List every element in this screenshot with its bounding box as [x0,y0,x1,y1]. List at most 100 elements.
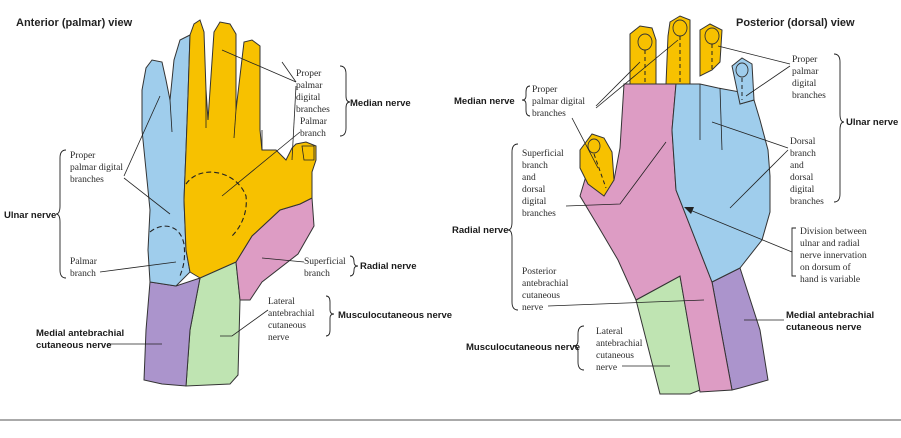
posterior-musculocutaneous-brace [573,325,585,371]
posterior-median-nerve-label: Median nerve [454,96,515,107]
posterior-lateral-line-1: Lateral [596,327,623,337]
posterior-radial-line-3: and [522,173,536,183]
posterior-median-leader-1 [595,61,641,107]
posterior-division-note: Division between ulnar and radial nerve … [800,227,867,285]
posterior-radial-superficial-label: Superficial branch and dorsal digital br… [522,148,564,219]
anterior-radial-superficial-line-2: branch [304,269,330,279]
posterior-division-line-1: Division between [800,227,867,237]
posterior-dorsal-line-6: branches [790,197,824,207]
posterior-median-digital-label: Proper palmar digital branches [532,85,585,119]
posterior-division-line-5: hand is variable [800,275,860,285]
posterior-ulnar-digital-leader-2 [745,65,791,97]
anterior-medial-antebrachial-line-1: Medial antebrachial [36,328,124,339]
anterior-radial-superficial-leader [261,257,305,263]
posterior-radial-line-2: branch [522,161,548,171]
posterior-antebrachial-leader [547,299,705,307]
posterior-medial-antebrachial-label: Medial antebrachial cutaneous nerve [786,310,874,333]
anterior-lateral-antebrachial-leader [220,309,269,337]
anterior-ulnar-digital-line-3: branches [70,175,104,185]
anterior-radial-nerve-label: Radial nerve [360,261,417,272]
posterior-dorsal-leader-1 [711,121,789,149]
anterior-median-digital-line-2: palmar [296,81,323,91]
anterior-radial-brace [349,255,359,277]
anterior-ulnar-region [141,34,191,287]
anterior-lateral-antebrachial-line-3: cutaneous [268,321,306,331]
posterior-dorsal-line-4: dorsal [790,173,814,183]
posterior-division-line-2: ulnar and radial [800,239,860,249]
anterior-thumb-nail [301,145,315,161]
posterior-antebrachial-line-1: Posterior [522,267,557,277]
anterior-finger-crease-4 [169,99,173,133]
anterior-median-palmar-line-1: Palmar [300,117,328,127]
anterior-musculocutaneous-nerve-label: Musculocutaneous nerve [338,310,452,321]
anterior-median-digital-leader-1 [221,49,297,83]
posterior-nail-thumb [587,138,601,154]
posterior-median-index-tip [629,25,657,85]
posterior-ulnar-digital-line-3: digital [792,79,817,89]
anterior-medial-antebrachial-region [143,277,201,387]
anterior-median-brace [339,65,351,137]
anterior-median-region [183,19,317,279]
posterior-hand-figure [579,15,771,395]
anterior-median-digital-leader-3 [291,85,297,161]
anterior-median-nerve-label: Median nerve [350,98,411,109]
posterior-ulnar-nerve-label: Ulnar nerve [846,117,898,128]
anterior-radial-superficial-label: Superficial branch [304,256,346,279]
anterior-musculocutaneous-brace [325,295,335,337]
anterior-ulnar-brace [55,149,67,279]
posterior-dorsal-branch-label: Dorsal branch and dorsal digital branche… [790,137,824,207]
anterior-medial-antebrachial-line-2: cutaneous nerve [36,340,112,351]
posterior-ulnar-digital-label: Proper palmar digital branches [792,55,826,101]
anterior-ulnar-digital-label: Proper palmar digital branches [70,151,123,185]
anterior-ulnar-digital-line-1: Proper [70,151,96,161]
posterior-lateral-line-3: cutaneous [596,351,634,361]
anterior-ulnar-digital-leader-1 [123,95,161,177]
posterior-dorsal-line-1: Dorsal [790,137,816,147]
posterior-thumb-dashed [593,153,607,189]
posterior-antebrachial-line-4: nerve [522,303,543,313]
anterior-median-digital-line-4: branches [296,105,330,115]
posterior-median-digital-line-3: branches [532,109,566,119]
anterior-lateral-antebrachial-line-4: nerve [268,333,289,343]
anterior-median-digital-leader-2 [281,61,297,83]
anterior-ulnar-palmar-branch-label: Palmar branch [70,257,98,279]
posterior-lateral-line-2: antebrachial [596,339,643,349]
posterior-division-arrowhead [684,207,694,214]
posterior-little-finger [731,57,755,105]
posterior-ulnar-digital-leader-1 [717,45,791,65]
posterior-median-brace [521,85,531,117]
posterior-division-arrow [689,209,793,253]
anterior-median-digital-line-1: Proper [296,69,322,79]
posterior-title: Posterior (dorsal) view [736,17,855,29]
posterior-dorsal-leader-2 [729,149,789,209]
posterior-radial-line-5: digital [522,197,547,207]
posterior-medial-antebrachial-line-1: Medial antebrachial [786,310,874,321]
posterior-division-line-3: nerve innervation [800,251,867,261]
posterior-division-line-4: on dorsum of [800,262,852,273]
posterior-median-digital-line-1: Proper [532,85,558,95]
posterior-median-ring-tip [699,23,723,77]
anterior-ulnar-digital-leader-2 [123,177,171,215]
posterior-median-leader-3 [571,117,599,169]
posterior-division-bracket [791,227,796,277]
posterior-ulnar-brace [833,53,845,203]
posterior-crease-2 [719,87,723,151]
posterior-medial-antebrachial-line-2: cutaneous nerve [786,322,862,333]
anterior-median-digital-label: Proper palmar digital branches [296,69,330,115]
posterior-antebrachial-line-2: antebrachial [522,279,569,289]
posterior-radial-line-4: dorsal [522,185,546,195]
posterior-radial-nerve-label: Radial nerve [452,225,509,236]
posterior-musculocutaneous-nerve-label: Musculocutaneous nerve [466,342,580,353]
anterior-title: Anterior (palmar) view [16,17,133,29]
posterior-radial-line-1: Superficial [522,148,564,159]
anterior-hand-figure [141,19,317,387]
posterior-radial-leader-1 [565,141,667,207]
posterior-ulnar-digital-line-1: Proper [792,55,818,65]
anterior-median-palmar-leader [221,131,301,197]
anterior-median-digital-line-3: digital [296,93,321,103]
anterior-medial-antebrachial-label: Medial antebrachial cutaneous nerve [36,328,124,351]
posterior-nail-little [735,62,749,78]
posterior-ulnar-digital-line-4: branches [792,91,826,101]
anterior-ulnar-nerve-label: Ulnar nerve [4,210,56,221]
